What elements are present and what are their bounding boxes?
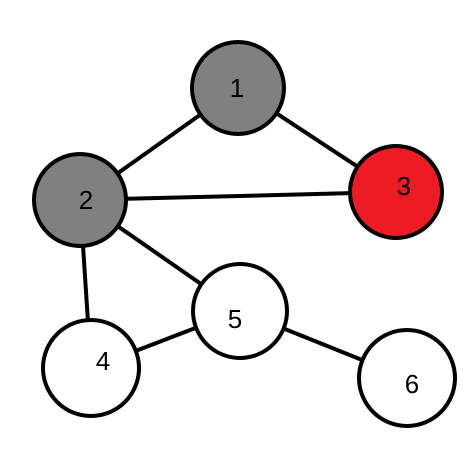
node-1: 1 [190, 40, 286, 136]
node-3-label: 3 [397, 171, 411, 201]
nodes-layer: 1 2 3 4 5 6 [32, 40, 457, 428]
node-4-label: 4 [96, 346, 110, 376]
node-6-circle [357, 328, 457, 428]
edge-4-5 [135, 325, 197, 353]
node-5-circle [191, 262, 289, 360]
node-3-circle [348, 144, 444, 240]
edge-5-6 [282, 326, 364, 362]
node-1-circle [190, 40, 286, 136]
edge-1-3 [275, 111, 359, 169]
node-2: 2 [32, 152, 128, 248]
node-5: 5 [191, 262, 289, 360]
edge-2-5 [116, 224, 203, 286]
node-5-label: 5 [228, 304, 242, 334]
edge-2-3 [125, 191, 351, 201]
node-6-label: 6 [405, 369, 419, 399]
edge-2-4 [81, 245, 90, 321]
node-1-label: 1 [230, 73, 244, 103]
node-4-circle [41, 318, 141, 418]
node-3: 3 [348, 144, 444, 240]
node-6: 6 [357, 328, 457, 428]
node-2-circle [32, 152, 128, 248]
node-4: 4 [41, 318, 141, 418]
edges-layer [81, 111, 364, 362]
edge-1-2 [116, 112, 202, 176]
node-2-label: 2 [79, 185, 93, 215]
